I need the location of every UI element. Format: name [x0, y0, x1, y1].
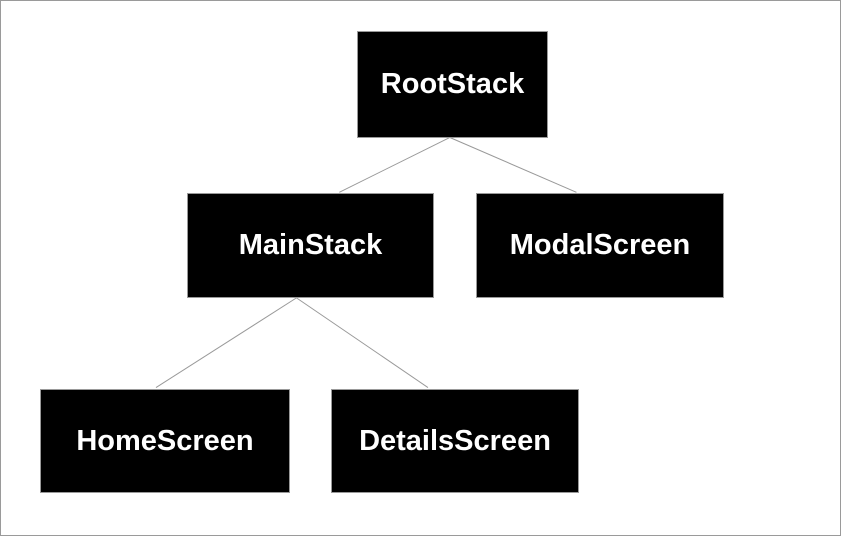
- edge-rootstack-to-mainstack: [339, 137, 451, 193]
- node-detailsscreen: DetailsScreen: [331, 389, 579, 493]
- node-rootstack-label: RootStack: [380, 68, 525, 100]
- node-homescreen-label: HomeScreen: [76, 424, 254, 457]
- node-mainstack-label: MainStack: [238, 229, 383, 261]
- node-modalscreen: ModalScreen: [476, 193, 724, 298]
- node-detailsscreen-label: DetailsScreen: [359, 424, 551, 457]
- node-modalscreen-label: ModalScreen: [509, 229, 691, 261]
- edge-mainstack-to-detailsscreen: [296, 297, 429, 388]
- edge-rootstack-to-modalscreen: [449, 137, 577, 193]
- node-rootstack: RootStack: [357, 31, 548, 138]
- node-homescreen: HomeScreen: [40, 389, 290, 493]
- node-mainstack: MainStack: [187, 193, 434, 298]
- edge-mainstack-to-homescreen: [155, 297, 297, 388]
